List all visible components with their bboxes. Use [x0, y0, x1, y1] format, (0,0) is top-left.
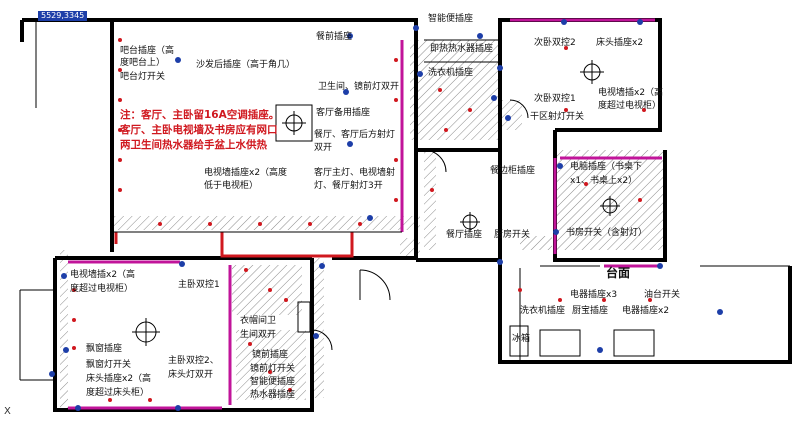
label-master-tv-socket: 电视墙插x2（高 — [70, 270, 136, 280]
ceiling-light-living — [275, 104, 313, 142]
label-appliance-socket: 电器插座x3 — [570, 290, 618, 300]
label-tv-wall-socket-second-2: 度超过电视柜） — [598, 101, 662, 111]
notice-line-1: 注：客厅、主卧留16A空调插座。 — [120, 109, 280, 121]
label-bath-heater-switch: 卫生间、镜前灯双开 — [318, 82, 400, 92]
label-bay-light-switch: 飘窗灯开关 — [86, 360, 132, 370]
label-kitchen-treasure-socket: 厨宝插座 — [572, 306, 609, 316]
label-dry-zone-switch: 干区射灯开关 — [530, 112, 585, 122]
label-instant-heater-socket: 即热热水器插座 — [430, 44, 494, 54]
label-dining-socket: 餐厅插座 — [446, 230, 483, 240]
label-balcony-socket: 吧台插座（高 — [120, 46, 175, 56]
label-sideboard-socket: 餐边柜插座 — [490, 166, 536, 176]
label-study-switch: 书房开关（含射灯） — [566, 228, 648, 238]
red-wall-segments — [114, 232, 354, 258]
label-master-tv-socket-2: 度超过电视柜） — [70, 284, 134, 294]
blue-symbols — [49, 19, 723, 411]
ceiling-light-master — [132, 318, 160, 346]
label-closet-switch: 衣帽间卫 — [240, 316, 277, 326]
label-master-switch-2: 主卧双控2、 — [168, 356, 219, 366]
label-range-hood-switch: 油台开关 — [644, 290, 681, 300]
red-outlet-dots — [72, 38, 652, 402]
notice-line-3: 两卫生间热水器给手盆上水供热 — [120, 139, 267, 151]
label-spare-socket: 客厅备用插座 — [316, 108, 371, 118]
label-smart-toilet-socket-2: 智能便插座 — [250, 377, 296, 387]
label-tv-wall-socket-second: 电视墙插x2（高 — [598, 88, 664, 98]
label-living-main-light-2: 灯、餐厅射灯3开 — [314, 181, 383, 191]
label-bay-window-socket: 飘窗插座 — [86, 344, 123, 354]
label-living-main-light: 客厅主灯、电视墙射 — [314, 168, 396, 178]
label-tv-wall-socket-2: 低于电视柜） — [204, 181, 259, 191]
label-mirror-front-socket: 镜前插座 — [252, 350, 289, 360]
label-washer-socket: 洗衣机插座 — [520, 306, 566, 316]
label-sofa-socket: 沙发后插座（高于角几） — [196, 60, 296, 70]
hatch-closet — [236, 330, 306, 400]
label-master-switch-1: 主卧双控1 — [178, 280, 220, 290]
hatch-master-top — [232, 265, 302, 315]
partition-walls — [68, 18, 662, 410]
structural-walls — [20, 18, 792, 412]
label-balcony-light-switch: 吧台灯开关 — [120, 72, 166, 82]
hatch-living-bottom — [114, 216, 420, 230]
ceiling-light-second-bed — [580, 60, 604, 84]
label-bedside-socket-master: 床头插座x2（高 — [86, 374, 152, 384]
hatch-dry-zone — [500, 100, 522, 130]
light-fixtures — [132, 60, 620, 346]
label-master-switch-2b: 床头灯双开 — [168, 370, 214, 380]
label-bedside-socket-master-2: 度超过床头柜） — [86, 388, 150, 398]
label-computer-socket-2: x1、书桌上x2） — [570, 176, 638, 186]
label-tv-wall-socket: 电视墙插座x2（高度 — [204, 168, 288, 178]
hatch-bath-upper — [410, 40, 500, 140]
ceiling-light-dining — [460, 212, 480, 232]
label-balcony-socket-2: 度吧台上） — [120, 58, 166, 68]
hatch-dining-left — [424, 150, 436, 250]
label-second-bed-switch-1: 次卧双控1 — [534, 94, 576, 104]
label-stove-socket: 电器插座x2 — [622, 306, 670, 316]
label-washer-socket-top: 洗衣机插座 — [428, 68, 474, 78]
label-computer-socket: 电脑插座（书桌下 — [570, 162, 643, 172]
label-counter: 台面 — [606, 266, 631, 280]
label-second-bed-switch-2: 次卧双控2 — [534, 38, 576, 48]
axis-x-label: X — [4, 406, 11, 417]
label-fridge: 冰箱 — [512, 334, 531, 344]
label-smart-toilet-socket: 智能便插座 — [428, 14, 474, 24]
thin-lines — [19, 20, 790, 381]
label-dining-light-switch-2: 双开 — [314, 143, 333, 153]
hatch-master-left — [60, 250, 68, 410]
ceiling-light-study — [600, 196, 620, 216]
label-water-heater-socket: 热水器插座 — [250, 390, 296, 400]
notice-line-2: 客厅、主卧电视墙及书房应有网口 — [120, 124, 278, 136]
label-mirror-light-switch: 镜前灯开关 — [250, 364, 296, 374]
label-dining-front-socket: 餐前插座 — [316, 32, 353, 42]
label-dining-light-switch: 餐厅、客厅后方射灯 — [314, 130, 396, 140]
coordinate-readout: 5529,3345 — [38, 11, 88, 21]
hatch-kitchen-top — [520, 236, 552, 250]
label-bedside-socket: 床头插座x2 — [596, 38, 644, 48]
label-kitchen-switch: 厨房开关 — [494, 230, 531, 240]
label-closet-switch-2: 生间双开 — [240, 330, 277, 340]
